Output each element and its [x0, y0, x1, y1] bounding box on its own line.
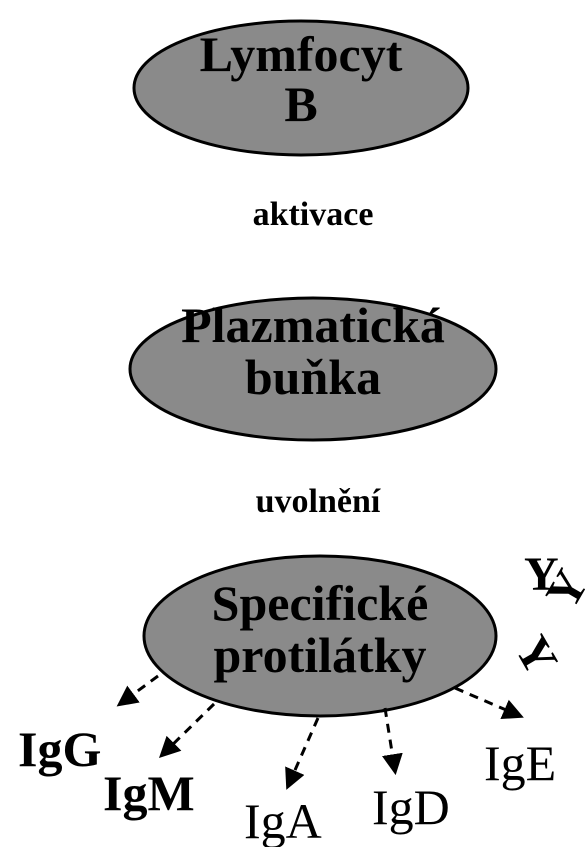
antibody-y-icon: Y [504, 627, 567, 684]
node-specificke-protilatky-shape [142, 554, 498, 718]
ig-class-igd: IgD [372, 779, 450, 835]
node-lymfocyt-b-line-1: Lymfocyt [200, 26, 403, 82]
ig-class-igm: IgM [103, 765, 195, 821]
node-plazmaticka-bunka-shape [128, 296, 498, 442]
antibody-y-icon: Y [524, 548, 559, 601]
step-release-label: uvolnění [256, 483, 381, 520]
arrow-to-igg [116, 674, 159, 707]
node-plazmaticka-bunka-line-2: buňka [245, 349, 381, 405]
arrow-to-igd [381, 707, 403, 776]
release-arrows [116, 674, 524, 790]
node-specificke-protilatky-line-2: protilátky [214, 627, 427, 683]
node-lymfocyt-b: Lymfocyt B [132, 19, 470, 157]
node-plazmaticka-bunka-line-1: Plazmatická [181, 297, 445, 353]
node-specificke-protilatky-line-1: Specifické [212, 575, 429, 631]
arrow-to-igm [159, 702, 216, 758]
ig-class-igg: IgG [18, 721, 101, 777]
node-lymfocyt-b-line-2: B [284, 76, 317, 132]
node-plazmaticka-bunka: Plazmatická buňka [128, 296, 498, 442]
node-specificke-protilatky: Specifické protilátky [142, 554, 498, 718]
arrow-to-iga [285, 717, 320, 790]
antibody-icons: Y Y Y [504, 548, 585, 684]
arrow-to-ige [454, 686, 524, 719]
step-activation-label: aktivace [253, 196, 374, 233]
node-lymfocyt-b-shape [132, 19, 470, 157]
ig-class-iga: IgA [244, 793, 322, 847]
ig-class-ige: IgE [484, 735, 556, 791]
